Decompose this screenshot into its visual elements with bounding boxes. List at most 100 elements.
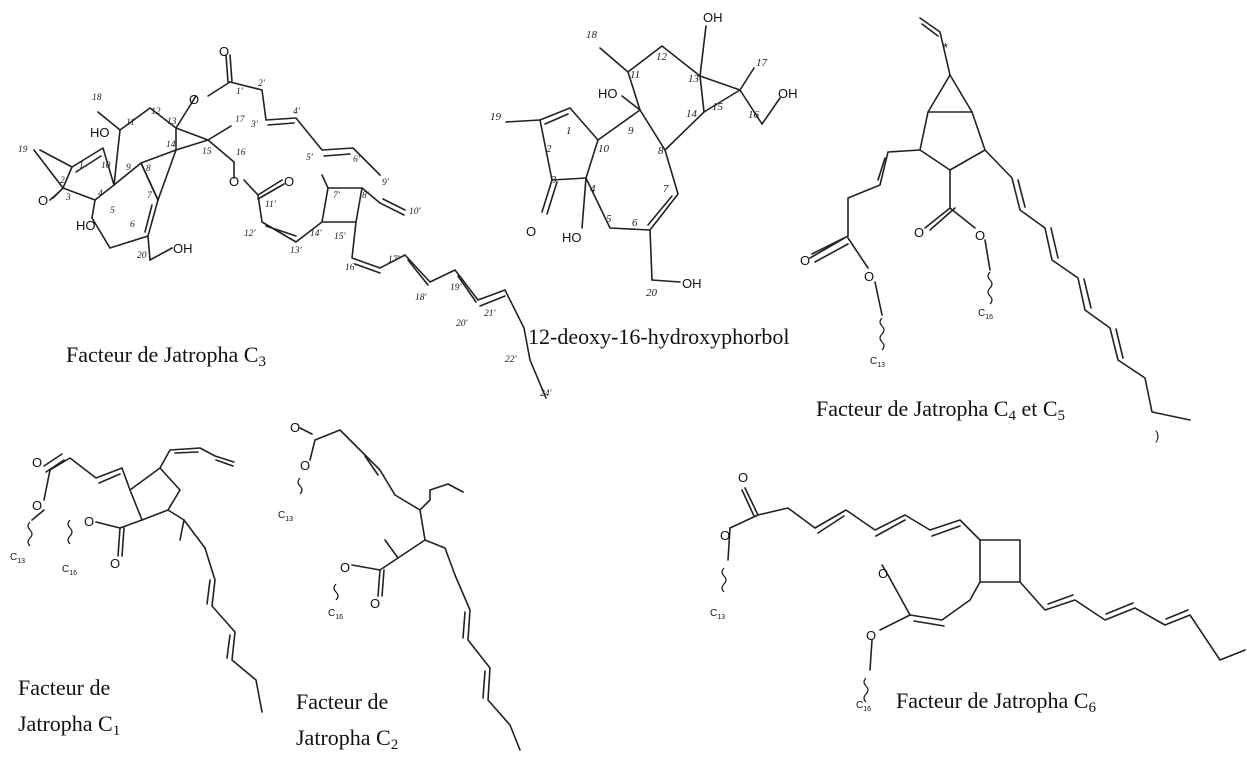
phorbol-num-14: 14 (686, 108, 698, 120)
c1-o-ester: O (32, 498, 42, 513)
c6-o-carbonyl-2: O (878, 566, 888, 581)
phorbol-num-19: 19 (490, 111, 502, 123)
c4c5-atom-labels: * O O O O C13 C16 ) (800, 40, 1159, 443)
c3-o-carbonyl-11: O (284, 174, 294, 189)
c3-num-11p: 11' (265, 200, 277, 210)
c3-num-6: 6 (130, 220, 135, 230)
c3-num-19: 19 (18, 145, 28, 155)
c2-chain-c16: C16 (328, 608, 343, 621)
phorbol-o-3: O (526, 224, 536, 239)
c3-num-11: 11 (126, 118, 135, 128)
phorbol-num-4: 4 (590, 183, 596, 195)
structure-jatropha-c3 (33, 54, 547, 399)
c3-num-8p: 8' (362, 191, 370, 201)
structure-jatropha-c6 (721, 487, 1246, 703)
phorbol-num-20: 20 (646, 287, 658, 299)
c4c5-o-ester-left: O (864, 269, 874, 284)
structure-phorbol (505, 25, 781, 283)
c3-num-10: 10 (101, 161, 111, 171)
phorbol-num-7: 7 (663, 183, 669, 195)
c1-o-carbonyl-2: O (110, 556, 120, 571)
c4c5-star: * (943, 40, 948, 55)
c3-num-21p: 21' (484, 309, 497, 319)
phorbol-num-6: 6 (632, 217, 638, 229)
c3-num-3: 3 (65, 193, 71, 203)
c6-atom-labels: O O O O C13 C16 (710, 470, 888, 713)
c3-num-12p: 12' (244, 229, 257, 239)
phorbol-num-17: 17 (756, 57, 768, 69)
caption-jatropha-c6: Facteur de Jatropha C6 (896, 688, 1096, 716)
phorbol-num-9: 9 (628, 125, 634, 137)
c3-num-2p: 2' (258, 79, 266, 89)
phorbol-num-1: 1 (566, 125, 572, 137)
c3-num-20p: 20' (456, 319, 469, 329)
c3-num-15p: 15' (334, 232, 347, 242)
structure-jatropha-c1 (27, 447, 263, 713)
c3-atom-labels: O O HO O HO OH O O (38, 44, 294, 256)
phorbol-ho-4: HO (562, 230, 582, 245)
phorbol-num-15: 15 (712, 101, 724, 113)
caption-jatropha-c3: Facteur de Jatropha C3 (66, 342, 266, 370)
c3-num-3p: 3' (250, 120, 259, 130)
c3-num-14p: 14' (310, 229, 323, 239)
phorbol-ho-9: HO (598, 86, 618, 101)
phorbol-num-10: 10 (598, 143, 610, 155)
c3-num-19p: 19' (450, 283, 463, 293)
phorbol-atom-numbers: 1 2 3 4 5 6 7 8 9 10 11 12 13 14 15 16 1… (490, 29, 768, 299)
c3-num-4: 4 (98, 189, 103, 199)
caption-jatropha-c4-c5: Facteur de Jatropha C4 et C5 (816, 396, 1065, 424)
c3-atom-numbers: 19 18 1 2 3 4 5 6 7 8 9 10 11 12 13 14 1… (18, 79, 553, 399)
c2-atom-labels: O O O O C13 C16 (278, 420, 380, 621)
c4c5-o-ester-right: O (975, 228, 985, 243)
phorbol-oh-20: OH (682, 276, 702, 291)
c6-o-ester-2: O (866, 628, 876, 643)
c3-num-9p: 9' (382, 178, 390, 188)
c2-chain-c13: C13 (278, 510, 293, 523)
caption-jatropha-c2: Facteur de Jatropha C2 (296, 689, 399, 753)
c3-num-16: 16 (236, 148, 246, 158)
phorbol-oh-16: OH (778, 86, 798, 101)
phorbol-num-2: 2 (546, 143, 552, 155)
phorbol-num-12: 12 (656, 51, 668, 63)
c1-o-carbonyl: O (32, 455, 42, 470)
c6-o-ester: O (720, 528, 730, 543)
c6-chain-c16: C16 (856, 700, 871, 713)
c2-o-ester: O (300, 458, 310, 473)
structure-jatropha-c2 (297, 427, 521, 751)
c4c5-chain-c13: C13 (870, 356, 885, 369)
c3-num-13: 13 (167, 117, 177, 127)
phorbol-atom-labels: OH HO OH O HO OH (526, 10, 798, 291)
c3-num-5: 5 (110, 206, 115, 216)
c4c5-o-carbonyl-right: O (914, 225, 924, 240)
phorbol-num-8: 8 (658, 145, 664, 157)
c3-o-ketone: O (38, 193, 48, 208)
c3-oh-20: OH (173, 241, 193, 256)
c3-o-ester: O (189, 92, 199, 107)
c3-num-7: 7 (147, 191, 153, 201)
c3-num-9: 9 (126, 163, 131, 173)
c3-o-ester-16: O (229, 174, 239, 189)
c3-num-1: 1 (79, 161, 84, 171)
c3-num-5p: 5' (306, 153, 314, 163)
phorbol-num-18: 18 (586, 29, 598, 41)
c1-o-ester-2: O (84, 514, 94, 529)
c2-o-carbonyl: O (290, 420, 300, 435)
caption-phorbol: 12-deoxy-16-hydroxyphorbol (528, 324, 790, 349)
c4c5-stray-mark: ) (1155, 428, 1159, 443)
c3-num-13p: 13' (290, 246, 303, 256)
c1-atom-labels: O O O O C13 C16 (10, 455, 120, 577)
c1-chain-c16: C16 (62, 564, 77, 577)
c3-ho-9: HO (90, 125, 110, 140)
c3-num-14: 14 (166, 140, 176, 150)
c3-num-2: 2 (60, 176, 65, 186)
c3-o-carbonyl: O (219, 44, 229, 59)
c3-num-16p: 16' (345, 263, 358, 273)
c2-o-ester-2: O (340, 560, 350, 575)
c3-ho-4: HO (76, 218, 96, 233)
c3-num-18p: 18' (415, 293, 428, 303)
c6-o-carbonyl: O (738, 470, 748, 485)
c3-num-20: 20 (137, 251, 147, 261)
c3-num-8: 8 (146, 164, 151, 174)
